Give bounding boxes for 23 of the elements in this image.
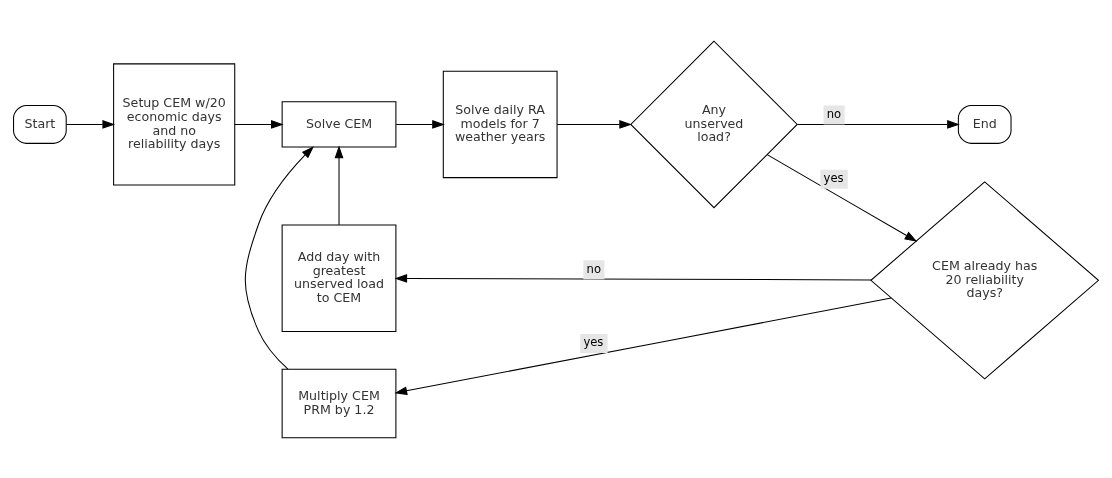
node-diamond: CEM already has 20 reliability days? xyxy=(870,180,1100,379)
arrow xyxy=(334,145,344,225)
node-box: Solve CEM xyxy=(281,100,397,148)
edge-label: yes xyxy=(823,170,844,185)
node-box: Setup CEM w/20 economic days and no reliability days xyxy=(113,62,236,185)
arrow xyxy=(556,119,632,129)
edge-label: no xyxy=(586,261,601,276)
edge-label: no xyxy=(826,106,842,121)
arrow xyxy=(796,119,960,129)
node-box: Solve daily RA models for 7 weather years xyxy=(442,70,558,178)
arrow xyxy=(244,145,314,370)
node-box: Multiply CEM PRM by 1.2 xyxy=(281,368,397,438)
arrow xyxy=(234,119,284,129)
arrow xyxy=(394,297,892,395)
node-box: Start xyxy=(13,104,67,144)
arrow xyxy=(766,153,918,242)
arrow xyxy=(395,119,445,129)
node-box: End xyxy=(957,104,1012,144)
edge-label: yes xyxy=(583,334,604,349)
arrow xyxy=(65,119,116,129)
node-diamond: Any unserved load? xyxy=(630,39,798,208)
node-box: Add day with greatest unserved load to CEM xyxy=(281,224,397,332)
arrow xyxy=(394,273,872,283)
